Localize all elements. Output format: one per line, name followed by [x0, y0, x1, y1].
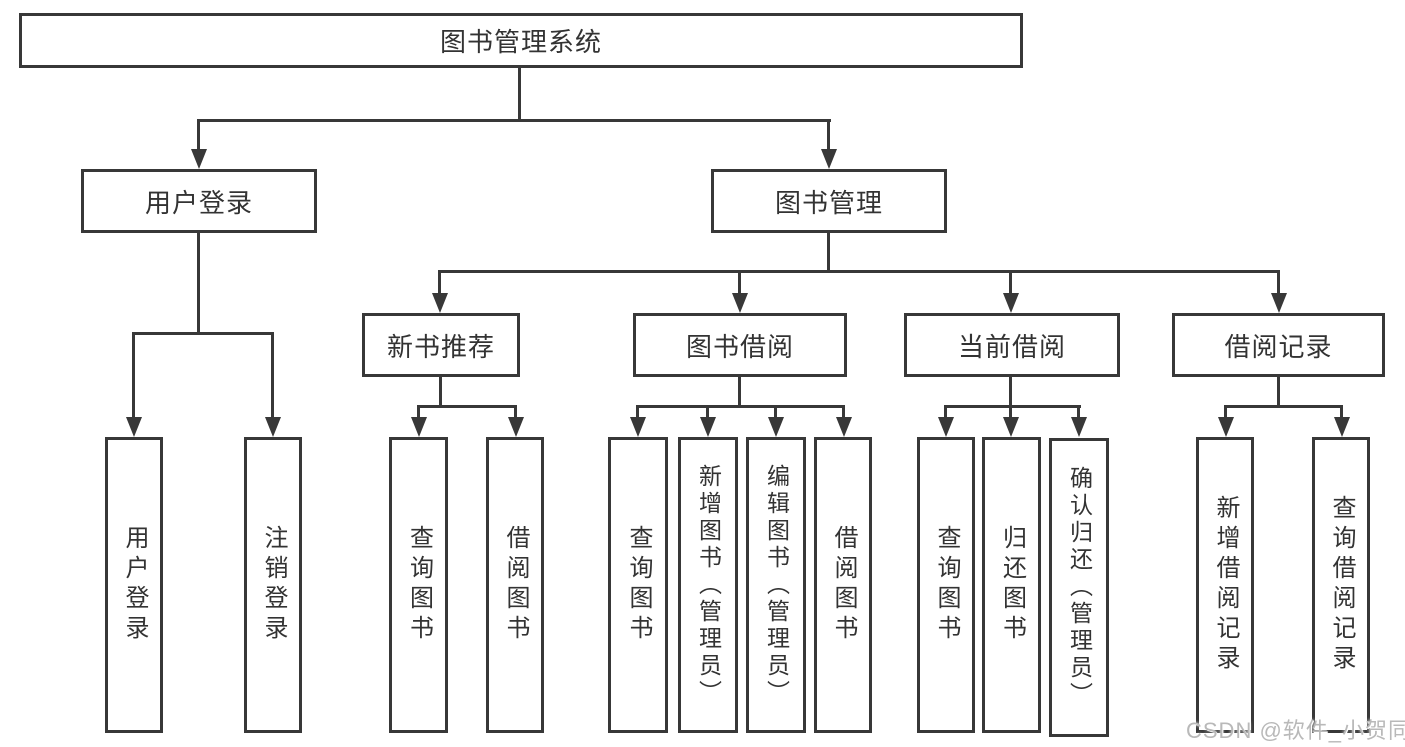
connector-arrow-shaft: [1277, 270, 1280, 295]
connector-arrow-shaft: [271, 332, 274, 418]
connector-userlogin-rail: [132, 332, 274, 335]
leaf-record-add: 新增借阅记录: [1196, 437, 1254, 733]
node-book-borrow-label: 图书借阅: [685, 331, 794, 362]
node-user-login-label: 用户登录: [144, 187, 253, 218]
connector-level3-rail: [438, 270, 1280, 273]
connector-arrow-shaft: [438, 270, 441, 295]
leaf-record-add-label: 新增借阅记录: [1212, 495, 1239, 675]
arrow-down-icon: [836, 417, 852, 437]
connector-arrow-shaft: [706, 405, 709, 418]
connector-arrow-shaft: [1340, 405, 1343, 418]
arrow-down-icon: [732, 293, 748, 313]
connector-bookborrow-drop: [738, 377, 741, 408]
connector-currentborrow-rail: [944, 405, 1081, 408]
leaf-user-login: 用户登录: [105, 437, 163, 733]
leaf-newbook-query: 查询图书: [389, 437, 448, 733]
connector-arrow-shaft: [774, 405, 777, 418]
connector-arrow-shaft: [1009, 405, 1012, 418]
leaf-current-query-label: 查询图书: [933, 525, 960, 645]
arrow-down-icon: [821, 149, 837, 169]
leaf-borrow-query-label: 查询图书: [625, 525, 652, 645]
node-current-borrow-label: 当前借阅: [957, 331, 1066, 362]
connector-arrow-shaft: [417, 405, 420, 418]
connector-level2-rail: [197, 119, 831, 122]
leaf-borrow-edit-label: 编辑图书（管理员）: [763, 463, 790, 707]
connector-borrowrecord-drop: [1277, 377, 1280, 408]
connector-arrow-shaft: [944, 405, 947, 418]
arrow-down-icon: [1218, 417, 1234, 437]
connector-newbook-drop: [439, 377, 442, 408]
connector-borrowrecord-rail: [1224, 405, 1342, 408]
arrow-down-icon: [265, 417, 281, 437]
connector-bookmgmt-drop: [827, 233, 830, 273]
arrow-down-icon: [1334, 417, 1350, 437]
leaf-current-confirm: 确认归还（管理员）: [1049, 438, 1109, 737]
node-user-login: 用户登录: [81, 169, 317, 233]
connector-arrow-shaft: [1224, 405, 1227, 418]
node-book-mgmt: 图书管理: [711, 169, 947, 233]
arrow-down-icon: [126, 417, 142, 437]
connector-userlogin-drop: [197, 233, 200, 335]
leaf-current-query: 查询图书: [917, 437, 975, 733]
leaf-logout: 注销登录: [244, 437, 302, 733]
arrow-down-icon: [411, 417, 427, 437]
node-book-mgmt-label: 图书管理: [774, 187, 883, 218]
leaf-record-query-label: 查询借阅记录: [1328, 495, 1355, 675]
leaf-borrow-book-label: 借阅图书: [830, 525, 857, 645]
connector-arrow-shaft: [636, 405, 639, 418]
leaf-current-return: 归还图书: [982, 437, 1041, 733]
node-new-book: 新书推荐: [362, 313, 520, 377]
leaf-borrow-book: 借阅图书: [814, 437, 872, 733]
leaf-logout-label: 注销登录: [260, 525, 287, 645]
arrow-down-icon: [1071, 417, 1087, 437]
arrow-down-icon: [508, 417, 524, 437]
arrow-down-icon: [700, 417, 716, 437]
connector-root-drop: [518, 68, 521, 122]
leaf-current-confirm-label: 确认归还（管理员）: [1066, 466, 1093, 709]
connector-currentborrow-drop: [1009, 377, 1012, 408]
connector-bookborrow-rail: [636, 405, 845, 408]
arrow-down-icon: [191, 149, 207, 169]
leaf-record-query: 查询借阅记录: [1312, 437, 1370, 733]
node-borrow-record-label: 借阅记录: [1224, 331, 1333, 362]
leaf-newbook-query-label: 查询图书: [405, 525, 433, 645]
connector-arrow-shaft: [738, 270, 741, 295]
connector-arrow-shaft: [132, 332, 135, 418]
leaf-borrow-edit: 编辑图书（管理员）: [746, 437, 806, 733]
leaf-newbook-borrow-label: 借阅图书: [502, 525, 529, 645]
node-new-book-label: 新书推荐: [386, 331, 495, 362]
leaf-newbook-borrow: 借阅图书: [486, 437, 544, 733]
leaf-user-login-label: 用户登录: [121, 525, 148, 645]
node-root: 图书管理系统: [19, 13, 1023, 68]
arrow-down-icon: [1003, 293, 1019, 313]
leaf-current-return-label: 归还图书: [998, 525, 1026, 645]
arrow-down-icon: [1271, 293, 1287, 313]
node-root-label: 图书管理系统: [439, 27, 602, 57]
csdn-watermark: CSDN @软件_小贺同学: [1186, 718, 1405, 743]
connector-arrow-shaft: [514, 405, 517, 418]
arrow-down-icon: [630, 417, 646, 437]
node-current-borrow: 当前借阅: [904, 313, 1120, 377]
leaf-borrow-add-label: 新增图书（管理员）: [695, 463, 722, 707]
connector-newbook-rail: [417, 405, 517, 408]
arrow-down-icon: [1003, 417, 1019, 437]
node-borrow-record: 借阅记录: [1172, 313, 1385, 377]
node-book-borrow: 图书借阅: [633, 313, 847, 377]
connector-arrow-shaft: [1077, 405, 1080, 418]
connector-arrow-shaft: [842, 405, 845, 418]
connector-arrow-shaft: [197, 119, 200, 151]
leaf-borrow-query: 查询图书: [608, 437, 668, 733]
arrow-down-icon: [938, 417, 954, 437]
arrow-down-icon: [432, 293, 448, 313]
connector-arrow-shaft: [1009, 270, 1012, 295]
leaf-borrow-add: 新增图书（管理员）: [678, 437, 738, 733]
connector-arrow-shaft: [827, 119, 830, 151]
arrow-down-icon: [768, 417, 784, 437]
